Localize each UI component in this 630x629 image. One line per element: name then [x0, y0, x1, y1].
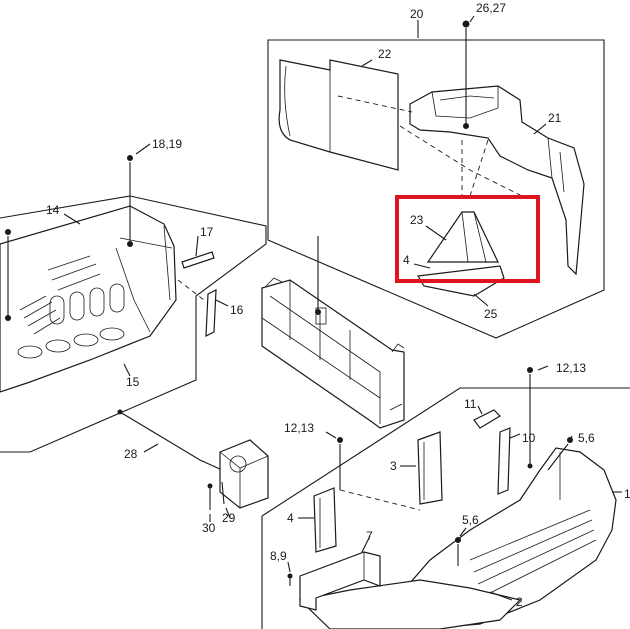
- bolt-18-19: [127, 155, 133, 242]
- label-1: 1: [624, 487, 630, 501]
- part-11-strip: [473, 409, 501, 429]
- label-26-27: 26,27: [476, 1, 506, 15]
- label-10: 10: [522, 431, 536, 445]
- label-5-6-bottom: 5,6: [462, 513, 479, 527]
- label-12-13-right: 12,13: [556, 361, 586, 375]
- part-23-boot: [426, 211, 499, 263]
- label-29: 29: [222, 511, 236, 525]
- guide-16: [177, 279, 205, 301]
- center-frame: [261, 236, 405, 429]
- part-3-panel: [417, 431, 443, 505]
- guide-22-21: [337, 95, 413, 113]
- part-labels: 20 26,27 22 21 18,19 14 17 23 4 16 25 15…: [46, 1, 630, 609]
- label-11: 11: [464, 397, 477, 411]
- bolt-5-6-bottom: [455, 537, 461, 566]
- label-25: 25: [484, 307, 498, 321]
- label-15: 15: [126, 375, 140, 389]
- bolt-26-27: [462, 20, 470, 129]
- part-7-bracket: [299, 551, 381, 611]
- label-3: 3: [390, 459, 397, 473]
- label-16: 16: [230, 303, 244, 317]
- label-23: 23: [410, 213, 424, 227]
- label-4-top: 4: [403, 253, 410, 267]
- part-4-panel: [313, 487, 337, 553]
- bolt-left-edge: [5, 229, 11, 316]
- label-21: 21: [548, 111, 562, 125]
- highlight-box: [395, 195, 540, 283]
- part-2-lower-cover: [298, 579, 522, 629]
- part-22-panel: [278, 59, 399, 171]
- label-17: 17: [200, 225, 214, 239]
- bolt-12-13-left: [337, 437, 421, 511]
- bolt-8-9: [287, 573, 293, 586]
- label-18-19: 18,19: [152, 137, 182, 151]
- label-30: 30: [202, 521, 216, 535]
- group-frame-bottom: [261, 387, 630, 629]
- part-21-cab-cover: [409, 85, 585, 276]
- part-14-floor-mat: [0, 205, 177, 393]
- guide-22-frame: [399, 125, 523, 197]
- mat-slots: [17, 255, 125, 359]
- part-28-rod: [117, 409, 223, 471]
- part-17-strip: [181, 251, 215, 269]
- label-28: 28: [124, 447, 138, 461]
- group-frame-left: [0, 195, 267, 453]
- bolt-12-13-right: [527, 367, 533, 469]
- label-22: 22: [378, 47, 392, 61]
- label-14: 14: [46, 203, 60, 217]
- leader-lines: [63, 15, 622, 601]
- part-16-strip: [205, 289, 217, 337]
- bracket-assembly: [207, 439, 269, 510]
- label-20: 20: [410, 7, 424, 21]
- part-10-strip: [497, 427, 511, 495]
- guide-21-boot-b: [469, 139, 489, 197]
- label-4-bottom: 4: [287, 511, 294, 525]
- label-12-13-left: 12,13: [284, 421, 314, 435]
- label-2: 2: [516, 595, 523, 609]
- label-7: 7: [366, 529, 373, 543]
- label-8-9: 8,9: [270, 549, 287, 563]
- group-frame-top: [267, 39, 605, 339]
- label-5-6-right: 5,6: [578, 431, 595, 445]
